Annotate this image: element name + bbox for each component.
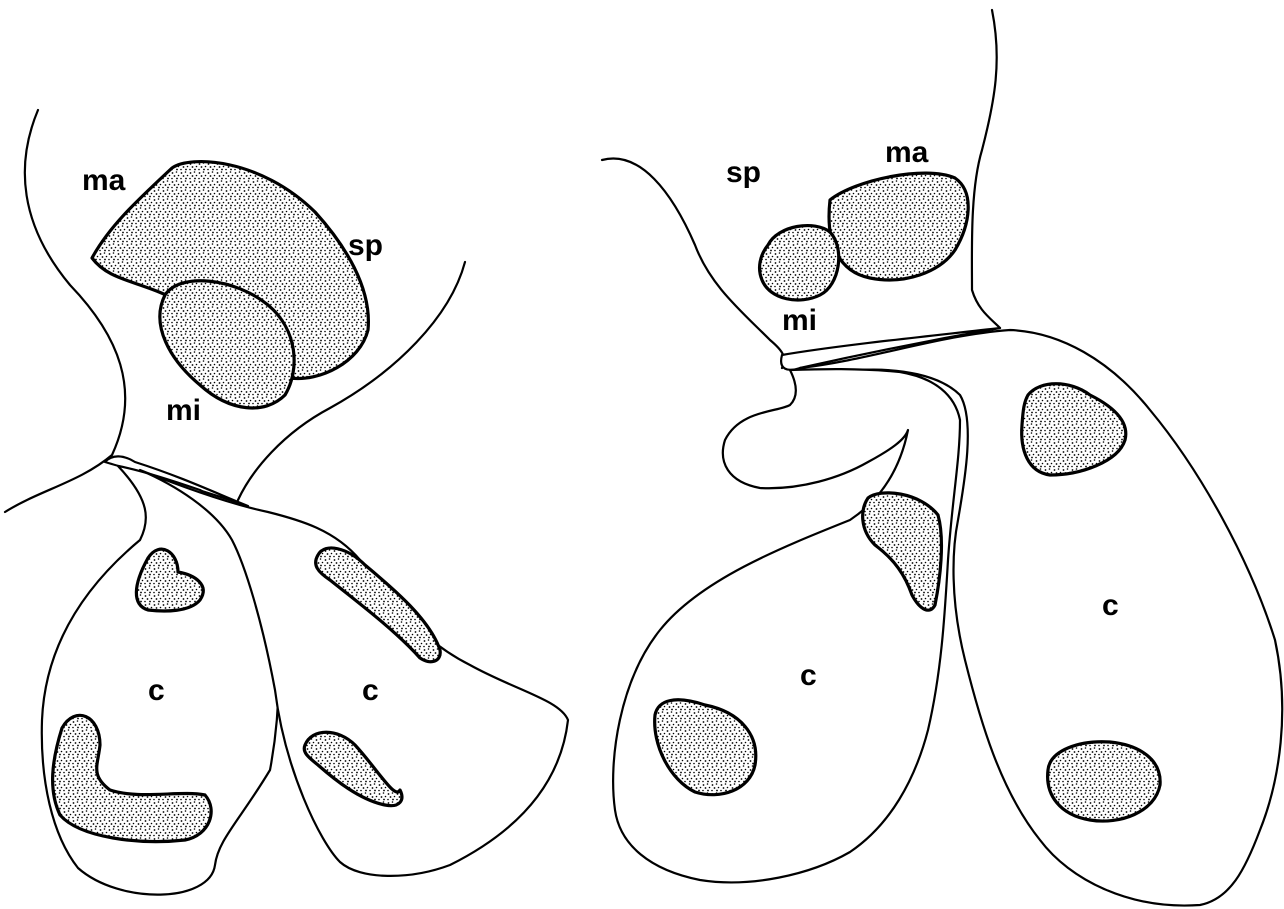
right-panel: sp ma mi c c [602, 10, 1282, 906]
right-cell-1 [613, 369, 960, 882]
left-label-mi: mi [166, 394, 201, 427]
right-label-ma: ma [885, 136, 929, 169]
right-macronucleus[interactable] [829, 173, 968, 280]
right-label-mi: mi [782, 304, 817, 337]
right-label-sp: sp [726, 156, 761, 189]
right-swarmer-outline-right [972, 10, 1000, 328]
left-label-c-2: c [362, 674, 379, 707]
left-label-ma: ma [82, 164, 126, 197]
right-swarmer-outline-left [602, 159, 784, 368]
right-label-c-2: c [1102, 589, 1119, 622]
right-micronucleus[interactable] [760, 226, 839, 300]
left-label-c-1: c [148, 674, 165, 707]
left-label-sp: sp [348, 229, 383, 262]
left-panel: ma sp mi c c [5, 110, 568, 895]
right-cell-2-nucleus-lower[interactable] [1048, 742, 1161, 821]
right-label-c-1: c [800, 659, 817, 692]
